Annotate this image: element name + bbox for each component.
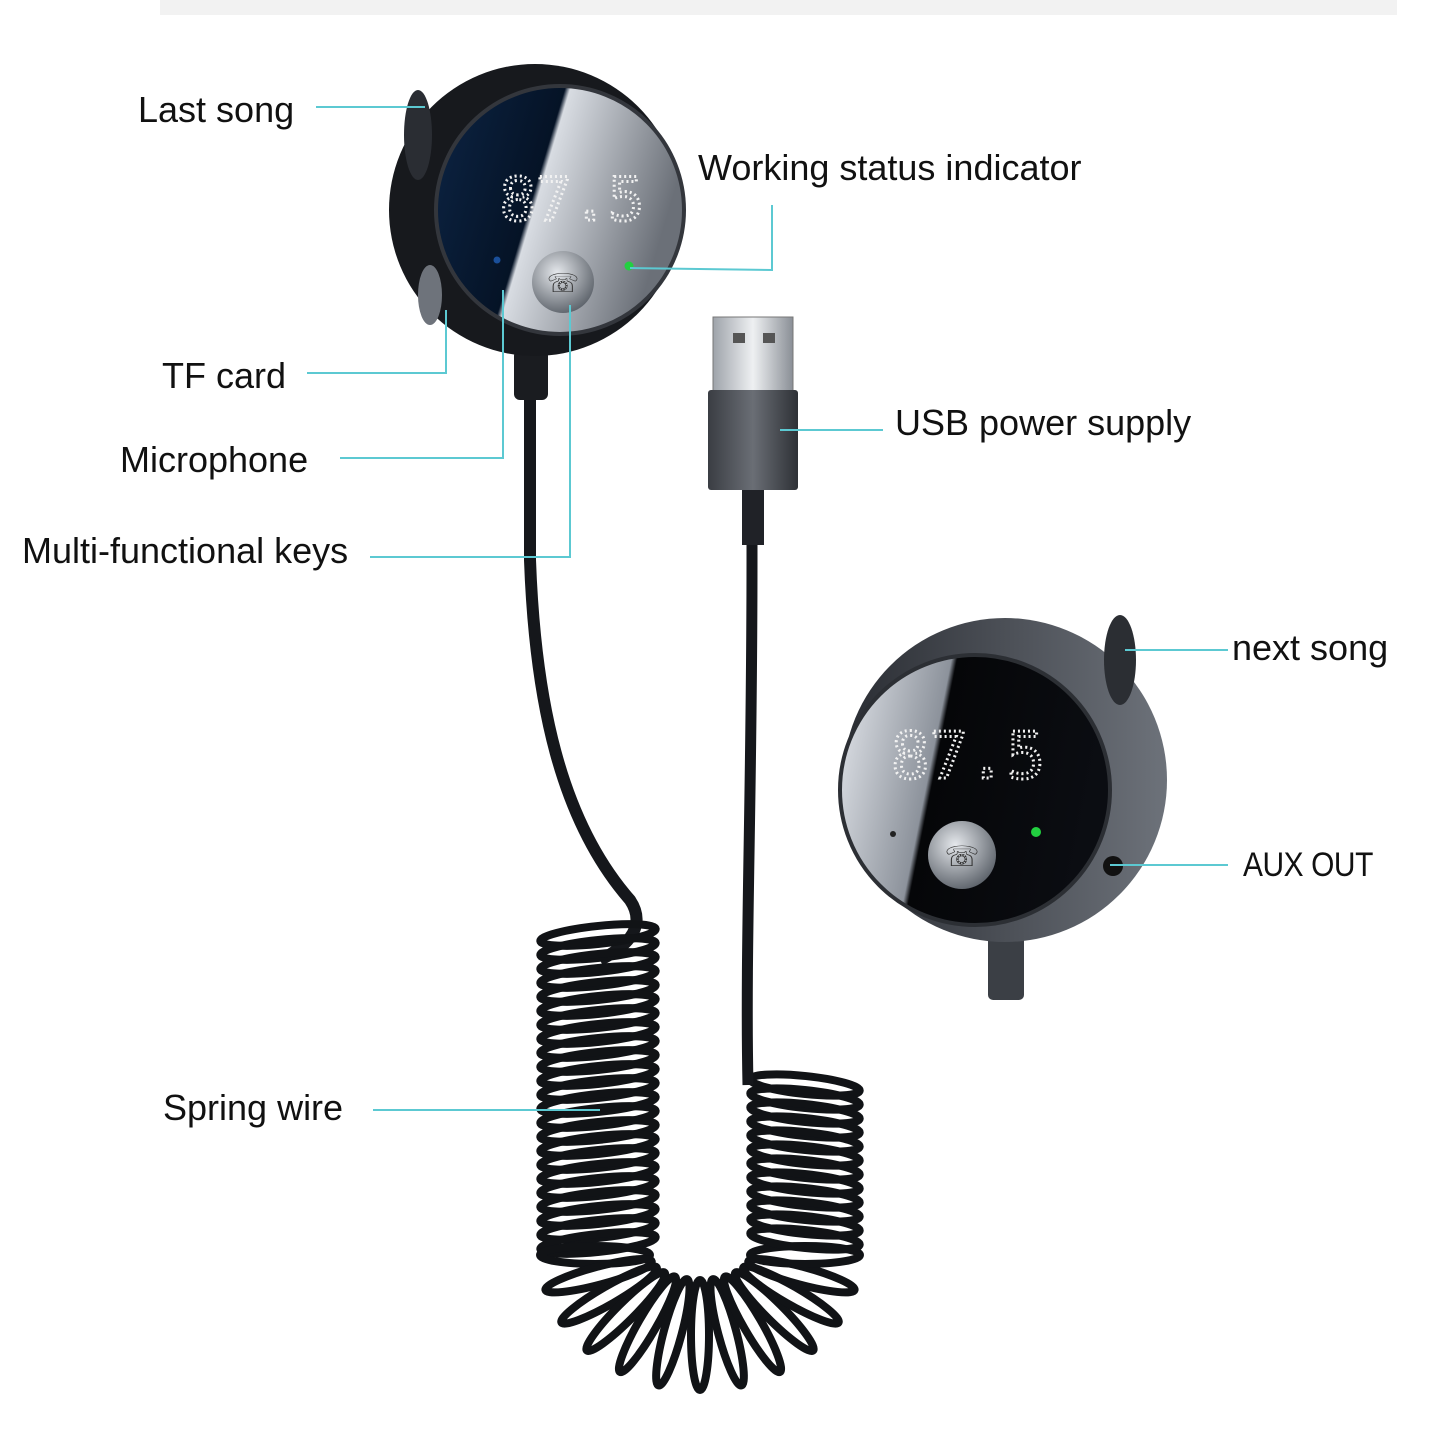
coil-loop bbox=[536, 948, 660, 978]
usb-strain-relief bbox=[742, 485, 764, 545]
status-led bbox=[624, 261, 634, 271]
coil-loop bbox=[746, 1098, 864, 1128]
coil-loop bbox=[536, 1018, 660, 1048]
coil-loop bbox=[746, 1182, 864, 1212]
status-led-2 bbox=[1031, 827, 1041, 837]
coil-loop bbox=[536, 1046, 660, 1076]
coil-loop bbox=[536, 976, 660, 1006]
coil-loop bbox=[746, 1126, 864, 1156]
coil-loop bbox=[536, 1186, 660, 1216]
label-usb-power: USB power supply bbox=[895, 402, 1192, 443]
coil-loop bbox=[536, 962, 660, 992]
top-banner-strip bbox=[160, 0, 1397, 15]
phone-icon: ☏ bbox=[944, 841, 979, 872]
coil-loop bbox=[746, 1210, 864, 1240]
next-song-button bbox=[1104, 615, 1136, 705]
coil-loop bbox=[536, 1032, 660, 1062]
coil-loop bbox=[746, 1154, 864, 1184]
coil-loop bbox=[536, 1144, 660, 1174]
coil-loop bbox=[536, 990, 660, 1020]
coil-loop bbox=[652, 1275, 694, 1390]
coil-loop bbox=[746, 1140, 864, 1170]
coil-loop bbox=[582, 1268, 670, 1355]
label-next-song: next song bbox=[1232, 627, 1389, 668]
coil-loop bbox=[614, 1272, 681, 1377]
coil-loop bbox=[536, 1228, 660, 1258]
coil-loop bbox=[687, 1276, 713, 1394]
label-multi-keys: Multi-functional keys bbox=[22, 530, 349, 571]
label-tf-card: TF card bbox=[162, 355, 287, 396]
frequency-display-2: 87.5 bbox=[891, 720, 1045, 794]
coil-loop bbox=[541, 1255, 656, 1297]
coil-loop bbox=[746, 1112, 864, 1142]
coil-loop bbox=[536, 1004, 660, 1034]
transmitter-device-front: 87.5 ☏ bbox=[389, 64, 686, 356]
coil-loop bbox=[536, 1116, 660, 1146]
cable bbox=[524, 360, 643, 966]
label-microphone: Microphone bbox=[120, 439, 309, 480]
usb-cable bbox=[741, 488, 758, 1086]
leader-working-status bbox=[629, 205, 773, 272]
coil-loop bbox=[536, 1074, 660, 1104]
microphone-hole-2 bbox=[890, 831, 896, 837]
cable-strain-relief bbox=[514, 350, 548, 400]
coil-loop bbox=[536, 1130, 660, 1160]
microphone-hole bbox=[493, 256, 501, 264]
coil-loop bbox=[536, 1214, 660, 1244]
label-working-status: Working status indicator bbox=[698, 147, 1082, 188]
label-last-song: Last song bbox=[138, 89, 295, 130]
leader-multi-keys bbox=[370, 305, 571, 558]
label-spring-wire: Spring wire bbox=[163, 1087, 344, 1128]
coil-loop bbox=[746, 1168, 864, 1198]
leader-microphone bbox=[340, 290, 504, 459]
tf-card-slot bbox=[418, 265, 442, 325]
phone-icon: ☏ bbox=[547, 268, 580, 298]
coil-loop bbox=[536, 1102, 660, 1132]
coil-loop bbox=[746, 1224, 864, 1254]
coil-loop bbox=[746, 1196, 864, 1226]
coil-loop bbox=[536, 1158, 660, 1188]
multi-function-key-2 bbox=[928, 821, 996, 889]
coil-loop bbox=[706, 1275, 748, 1390]
coil-loop bbox=[719, 1272, 786, 1377]
coil-loop bbox=[746, 1084, 864, 1114]
coil-loop bbox=[536, 934, 660, 964]
label-aux-out: AUX OUT bbox=[1243, 846, 1373, 884]
coil-loop bbox=[730, 1268, 818, 1355]
coil-loop bbox=[557, 1262, 661, 1328]
coil-loop bbox=[536, 1200, 660, 1230]
spring-wire-coil bbox=[536, 920, 864, 1394]
multi-function-key bbox=[532, 251, 594, 313]
leader-lines bbox=[307, 106, 1228, 1111]
usb-connector-metal bbox=[712, 316, 794, 393]
coil-loop bbox=[536, 1172, 660, 1202]
coil-loop bbox=[536, 920, 660, 950]
frequency-display: 87.5 bbox=[500, 165, 645, 235]
leader-tf-card bbox=[307, 310, 447, 374]
last-song-button bbox=[404, 90, 432, 180]
usb-plug-body bbox=[708, 390, 798, 490]
coil-loop bbox=[536, 1060, 660, 1090]
transmitter-device-side: 87.5 ☏ bbox=[838, 615, 1167, 942]
